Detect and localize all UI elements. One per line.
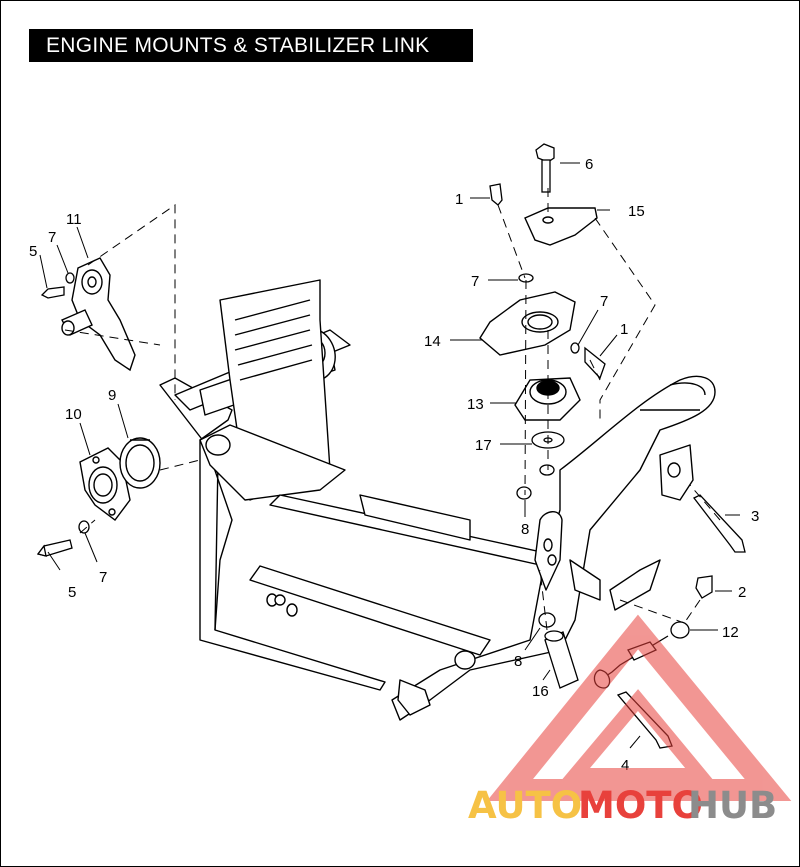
automotohub-watermark: AUTO MOTO HUB xyxy=(468,614,792,827)
part-1-bolt-upper xyxy=(489,183,503,206)
callout-7-lower-left: 7 xyxy=(99,569,107,586)
callout-13: 13 xyxy=(467,396,484,413)
part-7-washer-lower-left xyxy=(78,520,90,534)
part-9-isolator xyxy=(119,437,161,489)
callout-5-upper: 5 xyxy=(29,243,37,260)
callout-8-center: 8 xyxy=(521,521,529,538)
part-1-bolt-right xyxy=(584,346,606,380)
watermark-hub-text: HUB xyxy=(688,784,777,827)
part-10-mount-plate xyxy=(79,447,131,521)
part-6-bolt-top xyxy=(535,143,555,193)
callout-10: 10 xyxy=(65,406,82,423)
callout-2: 2 xyxy=(738,584,746,601)
callout-5-lower: 5 xyxy=(68,584,76,601)
callout-9: 9 xyxy=(108,387,116,404)
callout-12: 12 xyxy=(722,624,739,641)
callout-3: 3 xyxy=(751,508,759,525)
part-3-bolt-right xyxy=(693,494,746,553)
part-2-bolt xyxy=(695,575,713,599)
callout-17: 17 xyxy=(475,437,492,454)
part-14-mount-bracket xyxy=(479,291,576,356)
part-5-bolt-lower-left xyxy=(36,539,73,557)
part-7-washer-upper-left xyxy=(65,272,75,284)
alignment-lines xyxy=(64,188,721,631)
callout-numbers: 1 1 2 3 4 5 5 6 7 7 7 7 8 8 9 10 11 12 1… xyxy=(29,156,759,774)
callout-6: 6 xyxy=(585,156,593,173)
part-15-upper-bracket xyxy=(524,207,598,246)
motorcycle-frame xyxy=(159,279,716,721)
callout-1-right: 1 xyxy=(620,321,628,338)
callout-leaders xyxy=(39,162,740,749)
callout-11: 11 xyxy=(66,211,82,228)
callout-4: 4 xyxy=(621,757,629,774)
watermark-moto-text: MOTO xyxy=(578,784,703,827)
part-8-nut-lower xyxy=(538,612,556,628)
diagram-title: ENGINE MOUNTS & STABILIZER LINK xyxy=(29,29,473,62)
callout-1-upper: 1 xyxy=(455,191,463,208)
part-16-spacer xyxy=(544,630,579,689)
watermark-auto-text: AUTO xyxy=(468,784,582,827)
callout-15: 15 xyxy=(628,203,645,220)
part-7-washer-right xyxy=(570,342,580,354)
callout-8-lower: 8 xyxy=(514,653,522,670)
callout-7-right: 7 xyxy=(600,293,608,310)
part-11-stabilizer-bracket xyxy=(61,257,136,372)
callout-14: 14 xyxy=(424,333,441,350)
part-8-nuts-center xyxy=(516,464,555,500)
watermark-triangle-logo xyxy=(486,614,792,801)
part-5-bolt-upper-left xyxy=(40,286,65,299)
callout-16: 16 xyxy=(532,683,549,700)
callout-7-upper-left: 7 xyxy=(48,229,56,246)
callout-7-center: 7 xyxy=(471,273,479,290)
